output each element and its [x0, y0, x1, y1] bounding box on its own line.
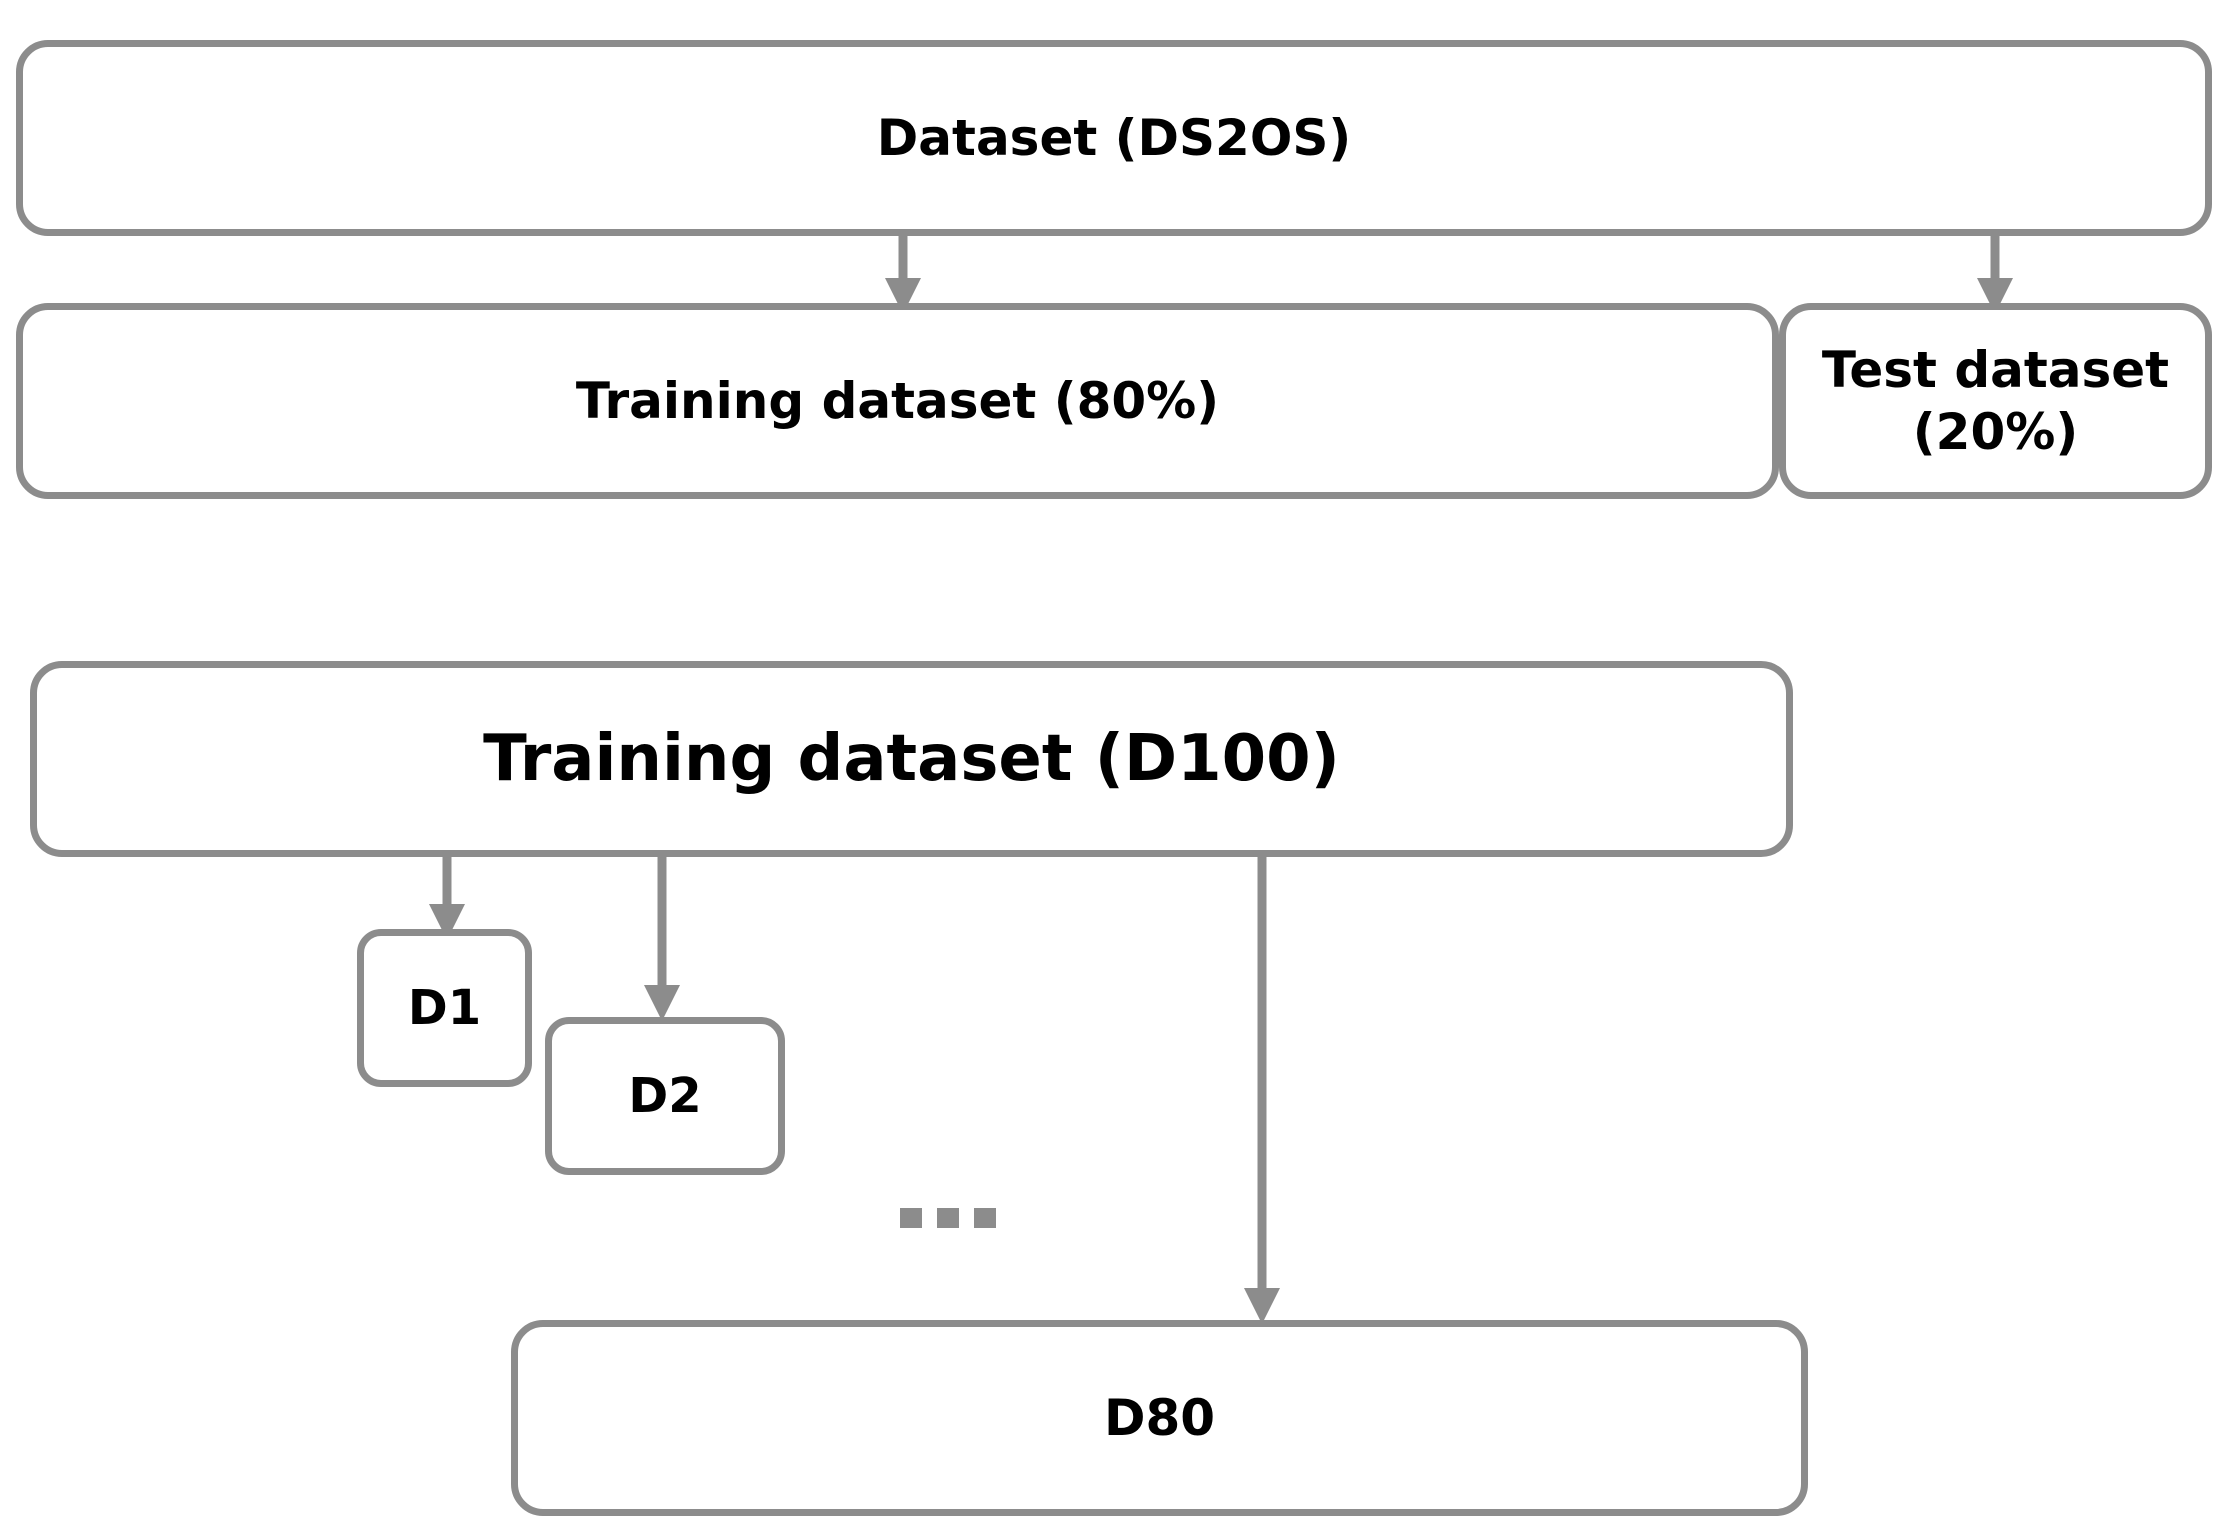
d1-box: D1	[357, 929, 532, 1087]
ellipsis-dot	[937, 1208, 959, 1228]
ellipsis-dots	[900, 1208, 996, 1228]
d2-box: D2	[545, 1017, 785, 1175]
d2-label: D2	[628, 1068, 702, 1124]
training-d100-box: Training dataset (D100)	[30, 661, 1793, 857]
training-d100-label: Training dataset (D100)	[483, 722, 1340, 796]
training-80-label: Training dataset (80%)	[575, 371, 1220, 430]
d1-label: D1	[407, 980, 482, 1036]
ellipsis-dot	[974, 1208, 996, 1228]
d80-label: D80	[1103, 1388, 1216, 1447]
dataset-box: Dataset (DS2OS)	[16, 40, 2212, 236]
d80-box: D80	[511, 1320, 1808, 1516]
training-80-box: Training dataset (80%)	[16, 303, 1779, 499]
ellipsis-dot	[900, 1208, 922, 1228]
dataset-label: Dataset (DS2OS)	[876, 108, 1352, 167]
test-20-label: Test dataset (20%)	[1821, 340, 2170, 462]
test-20-box: Test dataset (20%)	[1779, 303, 2212, 499]
